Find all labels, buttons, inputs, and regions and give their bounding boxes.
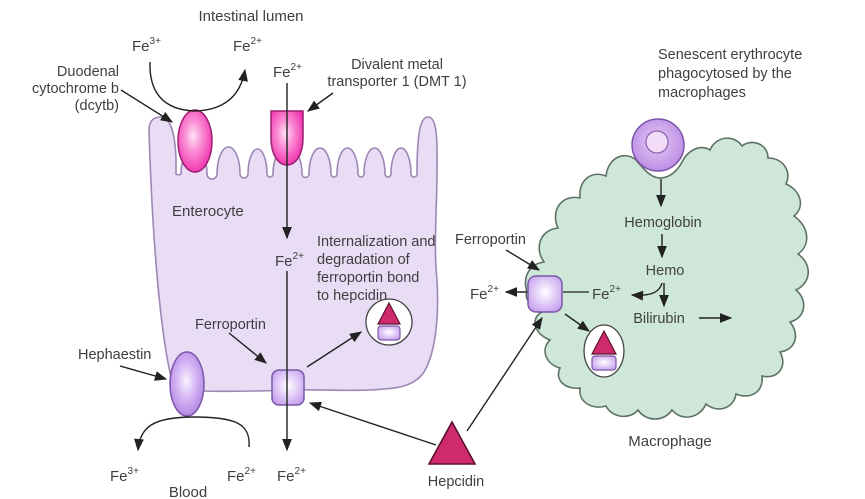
ferroportin-square-small-enterocyte	[377, 325, 401, 341]
hepcidin-triangle	[427, 420, 477, 465]
arrow-hepcidin-to-macrophage-ferroportin	[466, 316, 543, 432]
ferroportin-macrophage-channel	[527, 275, 563, 313]
arrow-hepcidin-to-enterocyte-ferroportin	[308, 401, 437, 446]
svg-text:Internalization and: Internalization and	[317, 234, 436, 250]
label-ferroportin-enterocyte: Ferroportin	[195, 317, 266, 333]
label-ferroportin-macrophage: Ferroportin	[455, 232, 526, 248]
svg-text:phagocytosed by the: phagocytosed by the	[658, 66, 792, 82]
svg-text:cytochrome b: cytochrome b	[32, 81, 119, 97]
svg-text:transporter 1 (DMT 1): transporter 1 (DMT 1)	[327, 74, 466, 90]
label-bilirubin: Bilirubin	[633, 311, 685, 327]
svg-text:to hepcidin: to hepcidin	[317, 288, 387, 304]
label-hephaestin: Hephaestin	[78, 347, 151, 363]
hepcidin-triangle-small-macrophage	[591, 329, 617, 355]
fe2-label-macrophage-in: Fe2+	[592, 284, 621, 303]
svg-text:(dcytb): (dcytb)	[75, 98, 119, 114]
label-intestinal-lumen: Intestinal lumen	[198, 8, 303, 25]
svg-text:Senescent erythrocyte: Senescent erythrocyte	[658, 47, 802, 63]
arrow-dmt1-label	[307, 92, 334, 112]
arrow-ferroportin-to-vesicle-macrophage	[564, 313, 590, 332]
fe2-label-lumen: Fe2+	[233, 36, 262, 55]
svg-text:ferroportin bond: ferroportin bond	[317, 270, 419, 286]
label-enterocyte: Enterocyte	[172, 203, 244, 220]
fe3-label-blood: Fe3+	[110, 466, 139, 485]
label-hemoglobin: Hemoglobin	[624, 215, 701, 231]
label-macrophage: Macrophage	[628, 433, 711, 450]
fe2-label-exit: Fe2+	[277, 466, 306, 485]
svg-text:Duodenal: Duodenal	[57, 64, 119, 80]
fe2-label-dmt1: Fe2+	[273, 62, 302, 81]
erythrocyte-nucleus	[645, 130, 669, 154]
fe2-label-blood: Fe2+	[227, 466, 256, 485]
label-internalization: Internalization and degradation of ferro…	[317, 234, 436, 304]
ferroportin-square-small-macrophage	[591, 355, 617, 371]
arrow-lumen-fe3-to-fe2	[149, 61, 248, 112]
label-blood: Blood	[169, 484, 207, 499]
label-hepcidin: Hepcidin	[428, 474, 484, 490]
arrow-dcytb-label	[120, 89, 174, 123]
hepcidin-triangle-small-enterocyte	[377, 301, 401, 325]
arrow-ferroportin-label-enterocyte	[228, 332, 267, 364]
arrow-blood-fe2-to-fe3	[134, 416, 250, 452]
arrow-hemo-to-fe2	[630, 282, 663, 301]
label-senescent-erythrocyte: Senescent erythrocyte phagocytosed by th…	[658, 47, 802, 101]
fe2-label-macrophage-out: Fe2+	[470, 284, 499, 303]
hephaestin-protein	[169, 351, 205, 417]
svg-text:Divalent metal: Divalent metal	[351, 57, 443, 73]
arrow-hephaestin-label	[119, 365, 168, 381]
svg-text:macrophages: macrophages	[658, 85, 746, 101]
dcytb-protein	[177, 109, 213, 173]
label-dmt1: Divalent metal transporter 1 (DMT 1)	[327, 57, 466, 90]
arrow-ferroportin-label-macrophage	[505, 249, 541, 271]
svg-text:degradation of: degradation of	[317, 252, 411, 268]
label-hemo: Hemo	[646, 263, 685, 279]
fe3-label-lumen: Fe3+	[132, 36, 161, 55]
label-dcytb: Duodenal cytochrome b (dcytb)	[32, 64, 119, 114]
arrow-ferroportin-to-vesicle-enterocyte	[306, 331, 363, 368]
ferroportin-enterocyte-channel	[271, 369, 305, 406]
fe2-label-cell: Fe2+	[275, 251, 304, 270]
